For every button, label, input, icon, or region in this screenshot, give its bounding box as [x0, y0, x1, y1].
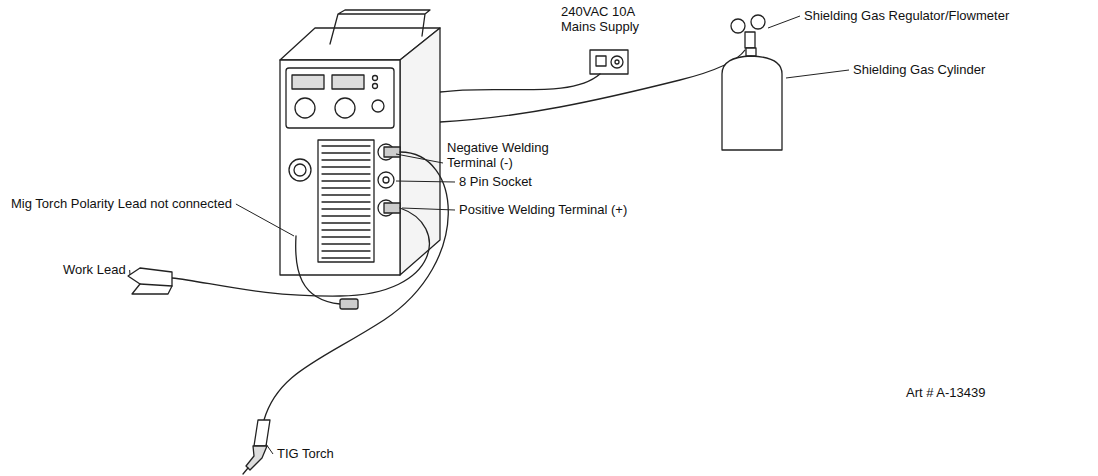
- tig-cable: [264, 152, 448, 420]
- indicator-led: [373, 84, 378, 89]
- tig-plug: [384, 147, 400, 157]
- mig-polarity-plug: [340, 299, 358, 309]
- leader-line: [768, 16, 800, 28]
- louvre: [322, 159, 370, 160]
- callout-label: Shielding Gas Cylinder: [852, 62, 986, 77]
- callout-label: 8 Pin Socket: [458, 174, 533, 189]
- display: [292, 75, 324, 89]
- louvre: [322, 243, 370, 244]
- louvre: [322, 215, 370, 216]
- display: [332, 75, 364, 89]
- callout-label: 240VAC 10A Mains Supply: [560, 4, 654, 34]
- control-button: [372, 100, 384, 112]
- regulator-gauge: [731, 19, 745, 33]
- control-knob: [335, 98, 355, 118]
- machine-front: [280, 60, 400, 275]
- mig-polarity-lead: [296, 236, 340, 304]
- mains-outlet: [590, 50, 628, 74]
- tungsten-electrode: [243, 468, 248, 474]
- tig-torch-handle: [254, 420, 270, 446]
- louvre: [322, 180, 370, 181]
- callout-label: Shielding Gas Regulator/Flowmeter: [803, 8, 1010, 23]
- louvre: [322, 208, 370, 209]
- callout-label: Positive Welding Terminal (+): [458, 202, 628, 217]
- eight-pin-socket: [378, 172, 394, 188]
- louvre: [322, 222, 370, 223]
- leader-line: [266, 444, 273, 454]
- louvre: [322, 257, 370, 258]
- machine-handle: [330, 10, 430, 44]
- callout-label: Work Lead: [62, 262, 127, 277]
- louvre: [322, 250, 370, 251]
- leader-line: [402, 208, 455, 210]
- leader-line: [786, 70, 849, 78]
- louvre: [322, 201, 370, 202]
- control-knob: [295, 98, 315, 118]
- louvre: [322, 229, 370, 230]
- louvre: [322, 187, 370, 188]
- mains-cable: [440, 74, 600, 92]
- earth-clamp: [128, 268, 172, 286]
- flowmeter-gauge: [751, 15, 765, 29]
- work-plug: [384, 203, 400, 213]
- louvre: [322, 236, 370, 237]
- grille-louvres: [322, 146, 370, 258]
- callout-label: TIG Torch: [276, 446, 335, 461]
- machine-side: [400, 28, 440, 275]
- mig-euro-socket-core: [294, 164, 306, 176]
- leader-line: [236, 204, 294, 236]
- cylinder-valve: [746, 48, 756, 56]
- art-number: Art # A-13439: [905, 385, 987, 400]
- tig-torch-head: [246, 446, 267, 470]
- control-panel: [286, 68, 394, 128]
- eight-pin-socket-core: [383, 177, 389, 183]
- louvre: [322, 173, 370, 174]
- outlet-socket: [611, 56, 623, 68]
- gas-hose: [440, 50, 745, 122]
- work-lead-cable: [172, 208, 429, 296]
- grille: [318, 140, 374, 262]
- leader-line: [129, 270, 130, 275]
- callout-label: Negative Welding Terminal (-): [446, 140, 560, 170]
- leader-line: [396, 181, 455, 182]
- earth-clamp-jaw: [132, 284, 172, 294]
- louvre: [322, 194, 370, 195]
- mig-euro-socket: [289, 159, 311, 181]
- outlet-switch: [596, 56, 606, 66]
- leader-line: [396, 154, 443, 163]
- louvre: [322, 145, 370, 146]
- gas-cylinder: [722, 56, 782, 150]
- callout-label: Mig Torch Polarity Lead not connected: [10, 196, 233, 211]
- louvre: [322, 166, 370, 167]
- regulator-body: [745, 32, 755, 48]
- indicator-led: [373, 76, 378, 81]
- outlet-socket-hole: [615, 60, 619, 64]
- louvre: [322, 152, 370, 153]
